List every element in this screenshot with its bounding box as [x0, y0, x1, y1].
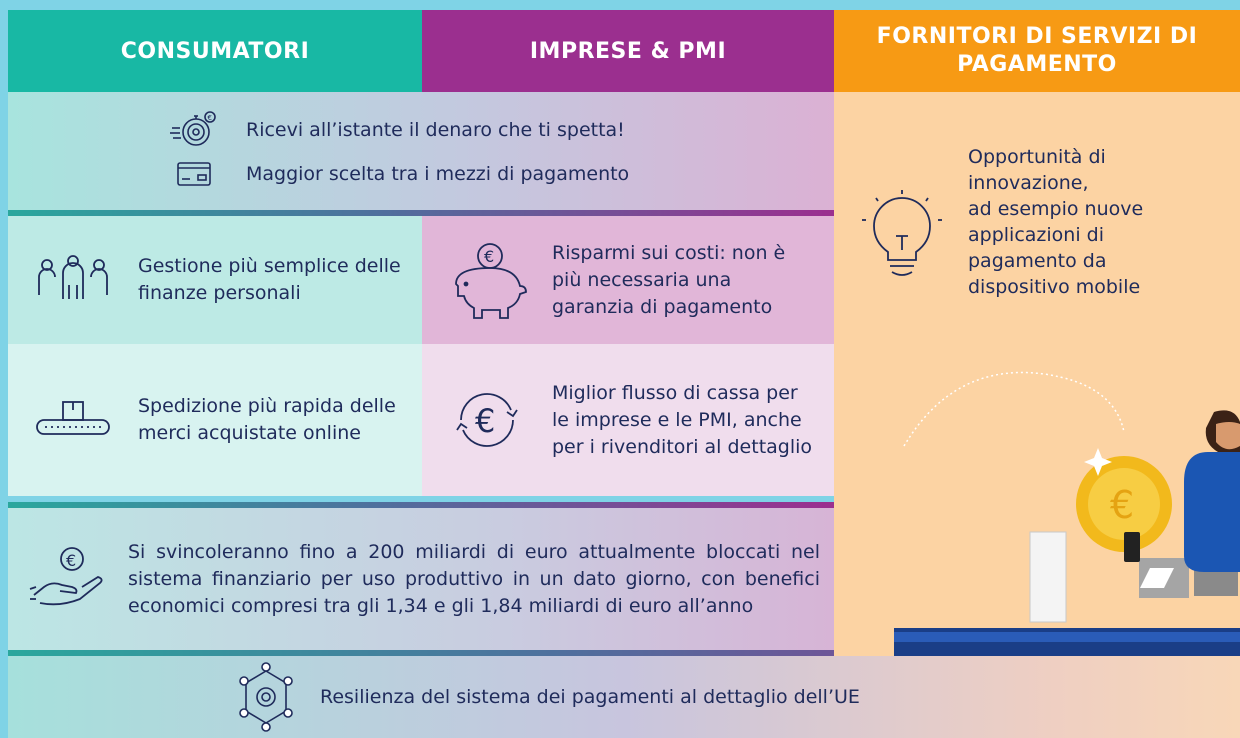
- euro-cycle-icon: €: [422, 388, 552, 452]
- divider: [8, 502, 834, 508]
- benefit-instant-money-text: Ricevi all’istante il denaro che ti spet…: [246, 119, 625, 141]
- euro-timer-icon: €: [168, 110, 218, 150]
- providers-line: dispositivo mobile: [968, 276, 1141, 298]
- people-group-icon: [8, 255, 138, 305]
- conveyor-box-icon: [8, 398, 138, 442]
- providers-line: Opportunità di: [968, 146, 1106, 168]
- svg-text:€: €: [66, 551, 76, 570]
- enterprise-cell-cashflow: € Miglior flusso di cassa per le imprese…: [422, 344, 834, 496]
- providers-line: innovazione,: [968, 172, 1089, 194]
- svg-text:€: €: [475, 402, 495, 440]
- header-providers: FORNITORI DI SERVIZI DI PAGAMENTO: [834, 10, 1240, 92]
- hand-euro-icon: €: [8, 539, 128, 619]
- consumer-cell-finances: Gestione più semplice delle finanze pers…: [8, 216, 422, 344]
- providers-line: applicazioni di: [968, 224, 1104, 246]
- benefit-payment-choice: Maggior scelta tra i mezzi di pagamento: [168, 154, 629, 194]
- providers-line: ad esempio nuove: [968, 198, 1144, 220]
- consumer-finances-text: Gestione più semplice delle finanze pers…: [138, 255, 401, 304]
- svg-text:€: €: [208, 114, 212, 122]
- common-benefits-band: € Ricevi all’istante il denaro che ti sp…: [8, 92, 834, 210]
- card-icon: [168, 154, 218, 194]
- header-consumers: CONSUMATORI: [8, 10, 422, 92]
- resilience-band: Resilienza del sistema dei pagamenti al …: [8, 656, 1240, 738]
- lightbulb-icon: [862, 190, 942, 290]
- billions-band: € Si svincoleranno fino a 200 miliardi d…: [8, 508, 834, 650]
- providers-text: Opportunità di innovazione, ad esempio n…: [968, 144, 1188, 300]
- resilience-row: Resilienza del sistema dei pagamenti al …: [236, 659, 860, 735]
- network-gear-icon: [236, 659, 296, 735]
- divider: [8, 650, 1240, 656]
- cashier-illustration: €: [894, 371, 1240, 656]
- providers-line: pagamento da: [968, 250, 1107, 272]
- enterprise-savings-text: Risparmi sui costi: non è più necessaria…: [552, 241, 786, 318]
- divider: [8, 210, 834, 216]
- benefit-payment-choice-text: Maggior scelta tra i mezzi di pagamento: [246, 163, 630, 185]
- consumer-shipping-text: Spedizione più rapida delle merci acquis…: [138, 395, 396, 444]
- svg-text:€: €: [484, 247, 494, 266]
- piggy-bank-euro-icon: €: [422, 240, 552, 320]
- svg-text:€: €: [1110, 483, 1134, 527]
- providers-column: Opportunità di innovazione, ad esempio n…: [834, 92, 1240, 656]
- header-enterprises: IMPRESE & PMI: [422, 10, 834, 92]
- benefit-instant-money: € Ricevi all’istante il denaro che ti sp…: [168, 110, 625, 150]
- enterprise-cell-savings: € Risparmi sui costi: non è più necessar…: [422, 216, 834, 344]
- enterprise-cashflow-text: Miglior flusso di cassa per le imprese e…: [552, 381, 813, 458]
- billions-text: Si svincoleranno fino a 200 miliardi di …: [128, 540, 820, 617]
- consumer-cell-shipping: Spedizione più rapida delle merci acquis…: [8, 344, 422, 496]
- resilience-text: Resilienza del sistema dei pagamenti al …: [320, 686, 860, 708]
